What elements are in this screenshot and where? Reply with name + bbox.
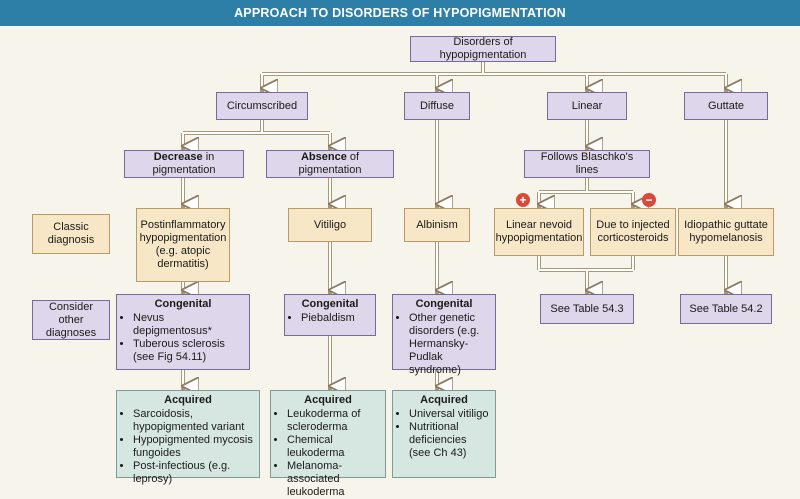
see-table-54-2: See Table 54.2: [680, 294, 772, 324]
root-node: Disorders of hypopigmentation: [410, 36, 556, 62]
postinflammatory-node: Postinflammatory hypopigmentation (e.g. …: [136, 208, 230, 282]
blaschko-label: Follows Blaschko's lines: [540, 151, 634, 176]
see-table-54-3: See Table 54.3: [540, 294, 634, 324]
minus-sign-icon: −: [642, 193, 656, 207]
list-item: Post-infectious (e.g. leprosy): [133, 460, 254, 486]
category-label: Guttate: [707, 99, 745, 112]
decrease-label: Decrease in pigmentation: [152, 151, 216, 176]
category-circumscribed: Circumscribed: [216, 92, 308, 120]
row-label-other: Consider other diagnoses: [32, 300, 110, 340]
list-item: Piebaldism: [301, 312, 370, 325]
category-label: Diffuse: [419, 99, 455, 112]
congenital-box-absence: Congenital Piebaldism: [284, 294, 376, 336]
category-label: Linear: [571, 99, 603, 112]
row-label-classic: Classic diagnosis: [32, 214, 110, 254]
category-guttate: Guttate: [684, 92, 768, 120]
figure-title: APPROACH TO DISORDERS OF HYPOPIGMENTATIO…: [234, 6, 566, 20]
congenital-box-circumscribed: Congenital Nevus depigmentosus* Tuberous…: [116, 294, 250, 370]
list-item: Nevus depigmentosus*: [133, 312, 244, 338]
blaschko-lines-node: Follows Blaschko's lines: [524, 150, 650, 178]
idiopathic-guttate-node: Idiopathic guttate hypomelanosis: [678, 208, 774, 256]
acquired-box-circumscribed: Acquired Sarcoidosis, hypopigmented vari…: [116, 390, 260, 485]
category-diffuse: Diffuse: [404, 92, 470, 120]
linear-nevoid-node: Linear nevoid hypopigmentation: [494, 208, 584, 256]
list-item: Universal vitiligo: [409, 408, 490, 421]
list-item: Leukoderma of scleroderma: [287, 408, 380, 434]
list-item: Other genetic disorders (e.g. Hermansky-…: [409, 312, 490, 377]
list-item: Chemical leukoderma: [287, 434, 380, 460]
congenital-box-diffuse: Congenital Other genetic disorders (e.g.…: [392, 294, 496, 376]
albinism-node: Albinism: [404, 208, 470, 242]
congenital-title: Congenital: [154, 298, 212, 310]
category-linear: Linear: [547, 92, 627, 120]
category-label: Circumscribed: [226, 99, 298, 112]
congenital-title: Congenital: [415, 298, 473, 310]
absence-label: Absence of pigmentation: [298, 151, 362, 176]
absence-pigmentation-node: Absence of pigmentation: [266, 150, 394, 178]
acquired-box-diffuse: Acquired Universal vitiligo Nutritional …: [392, 390, 496, 478]
acquired-box-absence: Acquired Leukoderma of scleroderma Chemi…: [270, 390, 386, 498]
list-item: Hypopigmented mycosis fungoides: [133, 434, 254, 460]
figure-title-bar: APPROACH TO DISORDERS OF HYPOPIGMENTATIO…: [0, 0, 800, 26]
plus-sign-icon: +: [516, 193, 530, 207]
list-item: Tuberous sclerosis (see Fig 54.11): [133, 338, 244, 364]
decrease-pigmentation-node: Decrease in pigmentation: [124, 150, 244, 178]
acquired-title: Acquired: [304, 394, 352, 406]
list-item: Melanoma-associated leukoderma: [287, 460, 380, 499]
acquired-title: Acquired: [420, 394, 468, 406]
congenital-title: Congenital: [301, 298, 359, 310]
vitiligo-node: Vitiligo: [288, 208, 372, 242]
root-label: Disorders of hypopigmentation: [439, 36, 527, 61]
list-item: Sarcoidosis, hypopigmented variant: [133, 408, 254, 434]
acquired-title: Acquired: [164, 394, 212, 406]
injected-corticosteroids-node: Due to injected corticosteroids: [590, 208, 676, 256]
list-item: Nutritional deficiencies (see Ch 43): [409, 421, 490, 460]
